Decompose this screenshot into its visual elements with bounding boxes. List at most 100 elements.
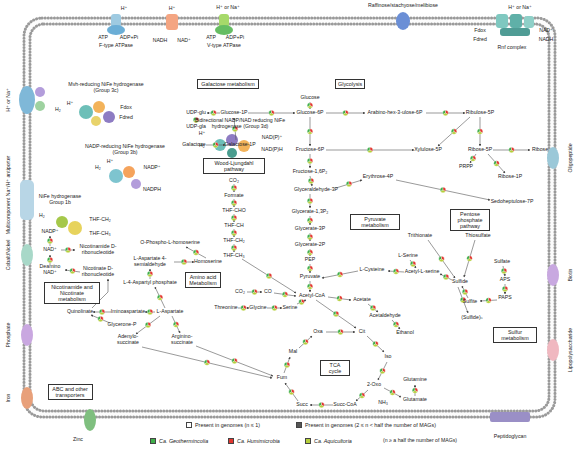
metabolite-label: Fdred (473, 37, 487, 43)
enzyme-pie (308, 287, 313, 290)
enzyme-pie (347, 184, 352, 187)
pathway-box: Glycolysis (335, 79, 365, 89)
metabolite-label: NADP⁺ (41, 229, 58, 235)
metabolite-label: Succ (296, 402, 308, 408)
metabolite-label: Peptidoglycan (494, 434, 527, 440)
enzyme-pie (371, 308, 376, 311)
metabolite-label: L-Aspartate 4-semialdehyde (126, 256, 174, 267)
metabolite-label: H⁺ or Na⁺ (508, 5, 531, 11)
enzyme-pie (272, 308, 277, 311)
legend-text: Ca. Humimicrobia (237, 438, 280, 444)
legend-text: Ca. Geothermincolia (159, 438, 208, 444)
metabolite-label: PEP (305, 257, 315, 263)
enzyme-pie (289, 392, 294, 395)
membrane-transporters (524, 16, 534, 28)
metabolite-label: Glyceraldehyde-3P (294, 187, 338, 193)
reaction-arrows (440, 274, 452, 280)
enzyme-pie (444, 277, 449, 280)
metabolite-label: Thiosulfate (465, 233, 490, 239)
metabolite-label: Xylulose-5P (414, 147, 442, 153)
enzyme-pie (390, 393, 395, 396)
metabolite-label: Fum (277, 375, 287, 381)
metabolite-label: Oxa (313, 329, 323, 335)
metabolite-label: Acetaldehyde (369, 313, 400, 319)
enzyme-pie (394, 272, 399, 275)
legend-text: Present in genomes (n ≤ 1) (195, 422, 260, 428)
metabolite-label: Homoserine (194, 259, 222, 265)
metabolite-label: CO₂ (235, 289, 245, 295)
metabolite-label: Glutamine (403, 377, 427, 383)
reaction-arrows (242, 259, 296, 293)
metabolite-label: Adenylo-succinate (113, 334, 143, 345)
enzyme-pie (303, 342, 308, 345)
enzyme-pie (308, 132, 313, 135)
enzyme-pie (285, 365, 290, 368)
metabolite-label: Biotin (568, 269, 574, 282)
metabolite-label: Glycine (249, 305, 266, 311)
metabolite-label: Ribose-5P (468, 147, 492, 153)
metabolite-label: Sulfite (463, 299, 477, 305)
membrane-transporters (166, 14, 178, 30)
metabolite-label: Glucose (300, 95, 319, 101)
legend-row: Ca. Humimicrobia (228, 438, 280, 444)
reaction-arrows (297, 300, 306, 304)
metabolite-label: Multicomponent Na⁺/H⁺ antiporter (6, 156, 12, 235)
enzyme-pie (452, 132, 457, 135)
membrane-transporters (500, 28, 530, 36)
metabolite-label: Sedoheptulose-7P (491, 199, 534, 205)
enzyme-pie (368, 150, 373, 153)
hydrogenase-complexes (227, 148, 237, 158)
enzyme-pie (98, 319, 103, 322)
metabolite-label: ADP+Pi (120, 35, 138, 41)
metabolite-label: L-Aspartate (157, 309, 184, 315)
box-text: Glycolysis (338, 81, 362, 87)
enzyme-pie (443, 113, 448, 116)
metabolite-label: Arabino-hex-3-ulose-6P (368, 110, 423, 116)
pathway-box: Pentose phosphate pathway (450, 209, 490, 232)
enzyme-pie (232, 233, 237, 236)
membrane-transporters (21, 244, 33, 266)
metabolite-label: Acetyl-L-serine (405, 269, 440, 275)
metabolite-label: V-type ATPase (207, 43, 241, 49)
enzyme-pie (380, 371, 385, 374)
metabolite-label: THF-CH (224, 223, 243, 229)
membrane-transporters (547, 147, 559, 169)
enzyme-pie (283, 295, 288, 298)
box-text: Pentose phosphate pathway (453, 211, 487, 230)
metabolite-label: Acetate (353, 297, 371, 303)
metabolite-label: NAD(P)H (261, 147, 283, 153)
metabolite-label: NAD⁺ (43, 247, 57, 253)
enzyme-pie (232, 218, 237, 221)
legend-row: Ca. Aquicultoria (305, 438, 352, 444)
metabolite-label: NADH (539, 37, 554, 43)
reaction-arrows (316, 300, 356, 328)
metabolite-label: THF-CH₃ (89, 231, 110, 237)
enzyme-pie (252, 292, 257, 295)
pathway-box: Galactose metabolism (197, 79, 259, 89)
metabolite-label: Cit (359, 329, 365, 335)
metabolite-label: NAD⁺ (177, 38, 191, 44)
legend-swatch (186, 422, 192, 428)
enzyme-pie (413, 391, 418, 394)
enzyme-pie (158, 298, 163, 301)
enzyme-pie (232, 248, 237, 251)
metabolite-label: Fructose-1,6P₂ (293, 169, 328, 175)
reaction-arrows (155, 287, 165, 308)
membrane-transporters (510, 14, 522, 28)
reaction-arrows (464, 240, 475, 277)
enzyme-pie (182, 262, 187, 265)
metabolite-label: UDP-glu (186, 110, 206, 116)
reaction-arrows (384, 388, 401, 397)
metabolite-label: Trithionate (408, 233, 432, 239)
enzyme-pie (471, 159, 476, 162)
enzyme-pie (334, 314, 339, 317)
metabolite-label: CO₂ (229, 178, 239, 184)
enzyme-pie (48, 260, 53, 263)
metabolite-label: Fructose-6P (296, 147, 324, 153)
metabolite-label: Bidirectional NADP/NAD reducing NiFe hyd… (193, 118, 288, 129)
hydrogenase-complexes (93, 101, 105, 113)
reaction-arrows (392, 320, 400, 329)
enzyme-pie (213, 145, 218, 148)
enzyme-pie (308, 253, 313, 256)
